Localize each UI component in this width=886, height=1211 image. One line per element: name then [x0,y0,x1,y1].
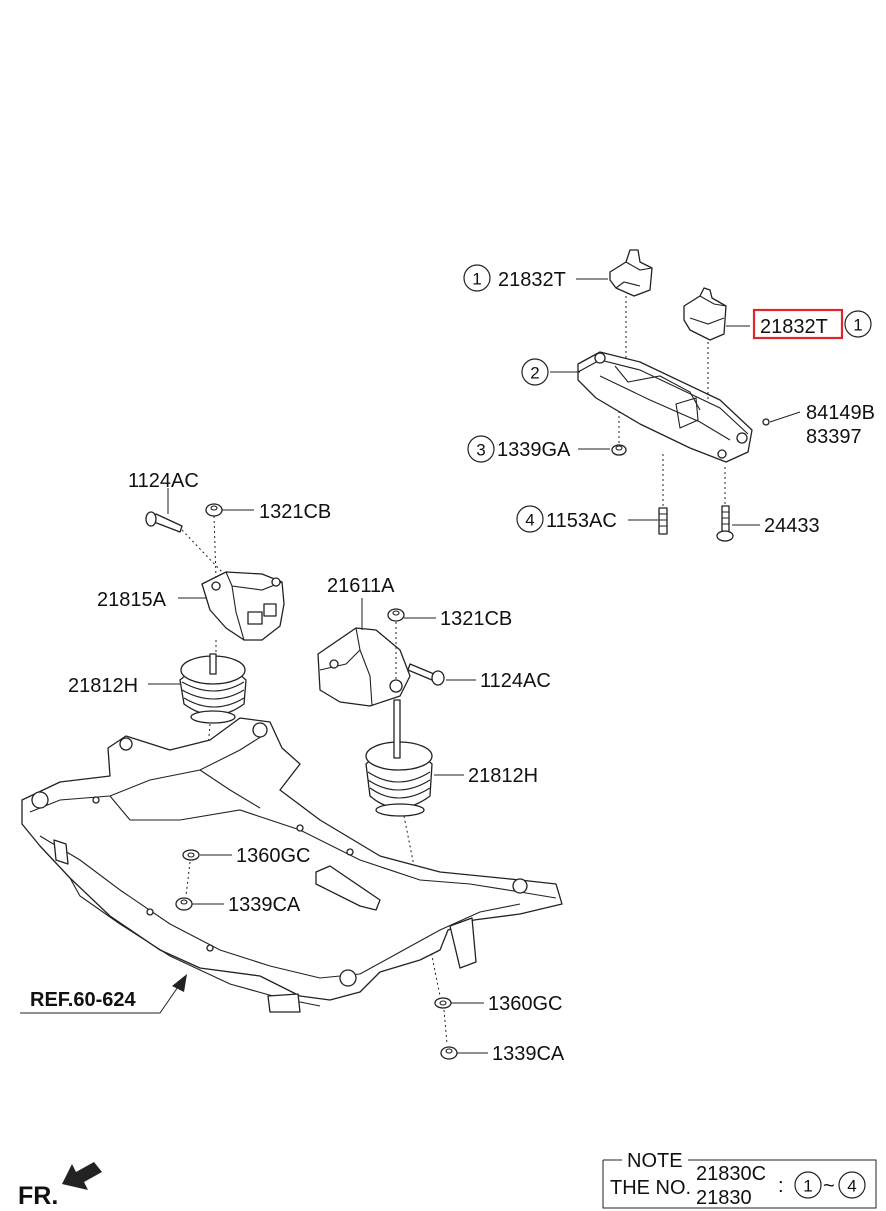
svg-text:2: 2 [530,364,539,383]
engine-mount-21812H-left [179,653,247,847]
nut-1339CA-left [175,897,193,911]
label-1321CB-right: 1321CB [440,608,512,630]
note-code-1: 21830C [696,1163,766,1185]
front-label: FR. [18,1182,58,1210]
label-1339GA: 1339GA [497,439,571,461]
callout-1-right: 1 [844,310,872,338]
label-1321CB-left: 1321CB [259,501,331,523]
note-colon: : [778,1175,784,1197]
note-range-start: 1 [803,1177,812,1196]
subframe [21,717,563,1013]
washer-1360GC-right [434,997,452,1045]
label-1124AC-right: 1124AC [480,670,551,692]
note-box: NOTE THE NO. 21830C 21830 : 1 ~ 4 [602,1150,877,1209]
label-1339CA-left: 1339CA [228,894,301,916]
label-21812H-right: 21812H [468,765,538,787]
nut-1321CB-left [205,503,223,579]
bolt-1124AC-right [407,663,445,686]
label-84149B: 84149B [806,402,875,424]
stud-1153AC [658,452,668,535]
callout-2: 2 [521,358,549,386]
washer-1360GC-left [182,849,200,897]
highlight-21832T [752,308,844,340]
leader-lines [20,278,801,1054]
note-title: NOTE [627,1150,683,1172]
callout-1-left: 1 [463,264,491,292]
label-21832T-left: 21832T [498,269,566,291]
nut-1321CB-right [387,608,405,680]
bolt-24433 [716,466,734,542]
nut-1339GA [611,410,627,456]
plug-84149B [762,418,770,426]
front-direction-indicator: FR. [18,1162,102,1210]
reference-label: REF.60-624 [30,989,136,1011]
label-24433: 24433 [764,515,820,537]
label-1360GC-right: 1360GC [488,993,563,1015]
bracket-21611A [317,627,411,707]
label-21611A: 21611A [327,575,395,597]
bracket-21815A [201,571,285,660]
note-code-2: 21830 [696,1187,752,1209]
front-arrow-icon [62,1162,102,1190]
label-21815A: 21815A [97,589,167,611]
note-range-end: 4 [847,1177,856,1196]
svg-text:3: 3 [476,441,485,460]
svg-text:4: 4 [525,511,534,530]
label-1124AC-left: 1124AC [128,470,199,492]
callout-3: 3 [467,435,495,463]
note-the-no: THE NO. [610,1177,691,1199]
label-21812H-left: 21812H [68,675,138,697]
stopper-21832T-right [683,287,727,400]
stopper-21832T-left [609,249,653,360]
engine-mount-21812H-right [365,699,441,997]
transmission-mount-bracket-21830C [577,351,753,463]
callout-4: 4 [516,505,544,533]
svg-text:1: 1 [472,270,481,289]
svg-text:1: 1 [853,316,862,335]
label-1153AC: 1153AC [546,510,617,532]
label-1360GC-left: 1360GC [236,845,311,867]
note-tilde: ~ [823,1175,835,1197]
nut-1339CA-right [440,1046,458,1060]
label-1339CA-right: 1339CA [492,1043,565,1065]
label-21832T-right: 21832T [760,316,828,338]
label-83397: 83397 [806,426,862,448]
bolt-1124AC-left [145,511,223,573]
